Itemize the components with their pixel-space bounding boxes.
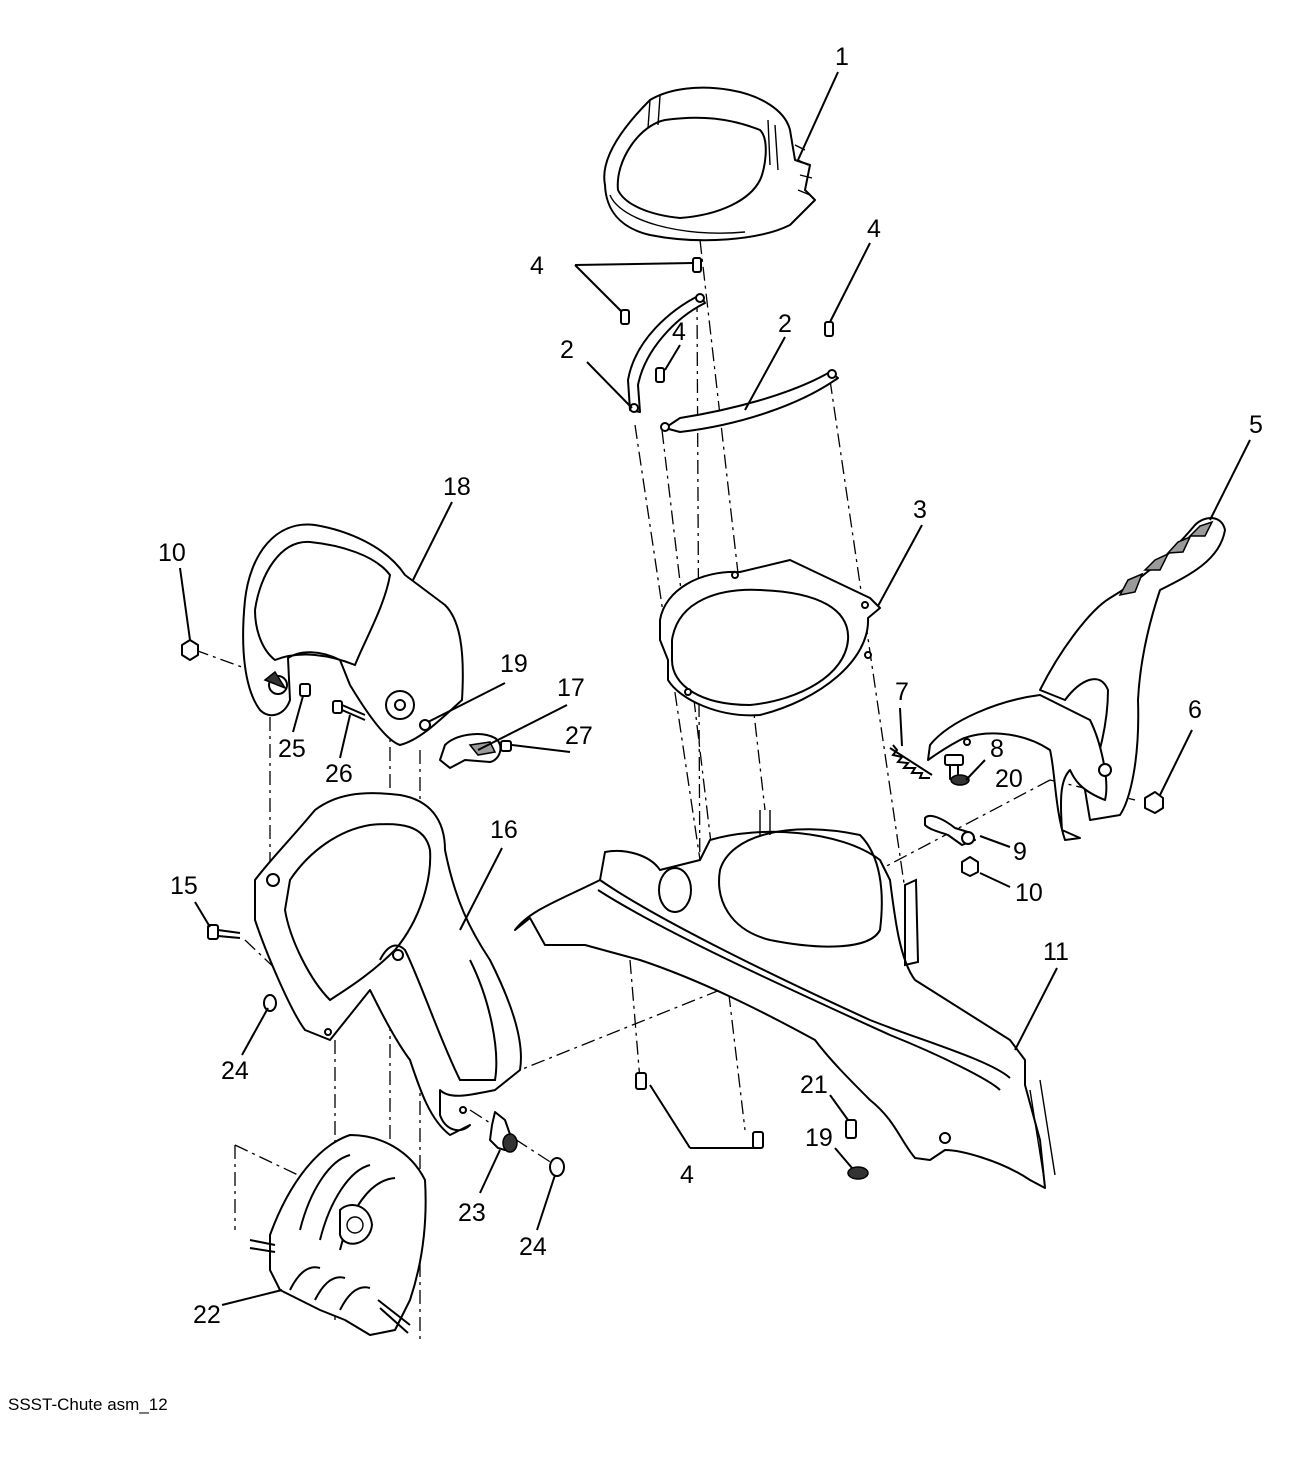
part-2-bracket-right <box>660 369 839 433</box>
part-19-washer-left <box>419 719 431 731</box>
part-15-bolt <box>207 924 241 940</box>
part-6-nut <box>1144 791 1164 814</box>
part-5-handle <box>927 517 1226 841</box>
part-27-pin <box>500 740 512 752</box>
callout-20: 20 <box>995 765 1023 793</box>
callout-17: 17 <box>557 674 585 702</box>
callout-6: 6 <box>1188 696 1202 724</box>
callout-18: 18 <box>443 473 471 501</box>
callout-16: 16 <box>490 816 518 844</box>
callout-10: 10 <box>1015 879 1043 907</box>
callout-4: 4 <box>672 318 686 346</box>
callout-9: 9 <box>1013 838 1027 866</box>
part-10-nut-left <box>181 639 199 661</box>
callout-3: 3 <box>913 496 927 524</box>
callout-4: 4 <box>867 215 881 243</box>
callout-11: 11 <box>1043 938 1069 966</box>
part-10-nut-right <box>961 856 979 877</box>
part-21-screw <box>845 1119 857 1139</box>
callout-7: 7 <box>895 678 909 706</box>
part-16-upper-chute <box>254 792 522 1136</box>
diagram-caption: SSST-Chute asm_12 <box>8 1395 168 1414</box>
part-20-washer <box>950 774 970 786</box>
part-4-screws-bottom <box>635 1072 764 1149</box>
part-17-knob <box>439 733 502 769</box>
part-24-washer-right <box>549 1157 565 1177</box>
callout-26: 26 <box>325 760 353 788</box>
callout-4: 4 <box>680 1161 694 1189</box>
part-9-lever <box>924 814 976 846</box>
part-23-coupler <box>489 1111 518 1153</box>
part-18-deflector <box>242 523 464 746</box>
callout-24: 24 <box>519 1233 547 1261</box>
part-3-ring-bracket <box>659 559 881 717</box>
part-25-screw <box>299 683 311 697</box>
callout-2: 2 <box>560 336 574 364</box>
callout-1: 1 <box>835 43 849 71</box>
callout-22: 22 <box>193 1301 221 1329</box>
part-1-chute-ring <box>603 86 816 242</box>
part-4-screws-top <box>620 257 834 383</box>
callout-8: 8 <box>990 735 1004 763</box>
part-7-spring <box>889 744 933 779</box>
callout-4: 4 <box>530 252 544 280</box>
callout-23: 23 <box>458 1199 486 1227</box>
callout-2: 2 <box>778 310 792 338</box>
leader-lines <box>179 71 1251 1306</box>
part-11-chute-base <box>514 810 1056 1189</box>
callout-27: 27 <box>565 722 593 750</box>
part-19-washer-right <box>847 1166 869 1180</box>
callout-19: 19 <box>805 1124 833 1152</box>
callout-25: 25 <box>278 735 306 763</box>
part-22-motor-cover <box>249 1134 427 1336</box>
callout-5: 5 <box>1249 411 1263 439</box>
callout-numbers: 1 4 4 2 4 2 5 18 3 10 19 17 7 6 27 25 8 … <box>158 43 1263 1329</box>
callout-19: 19 <box>500 650 528 678</box>
part-24-washer-left <box>263 994 277 1012</box>
callout-24: 24 <box>221 1057 249 1085</box>
callout-21: 21 <box>800 1071 828 1099</box>
part-2-bracket-left <box>627 293 706 413</box>
callout-15: 15 <box>170 872 198 900</box>
callout-10: 10 <box>158 539 186 567</box>
part-26-bolt <box>332 700 366 721</box>
